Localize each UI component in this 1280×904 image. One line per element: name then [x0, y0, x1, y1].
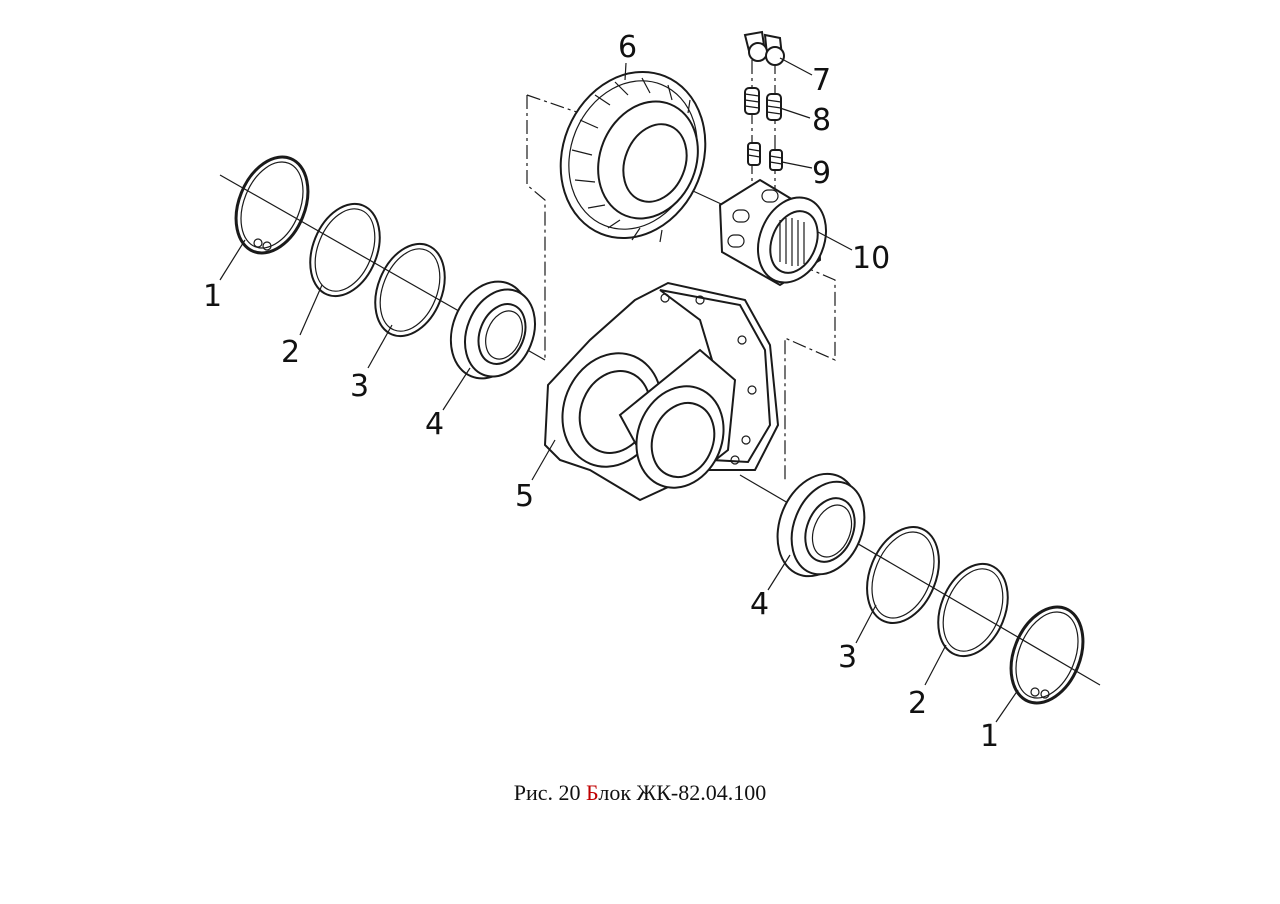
cap-pair: [743, 30, 785, 66]
callout-3-left: 3: [350, 369, 369, 404]
guide-sleeve-to-housing: [784, 264, 836, 480]
shim-right-outer: [937, 562, 1009, 658]
callout-4-left: 4: [425, 407, 444, 442]
guide-gear-top: [526, 94, 601, 121]
bearing-right: [776, 472, 866, 578]
callout-4-right: 4: [750, 587, 769, 622]
callout-3-right: 3: [838, 640, 857, 675]
clutch-sleeve: [718, 178, 827, 287]
guide-gear-to-housing: [526, 95, 546, 360]
figure-caption: Рис. 20 Блок ЖК-82.04.100: [0, 780, 1280, 806]
callout-9: 9: [812, 156, 831, 191]
caption-accent-letter: Б: [586, 780, 599, 805]
shim-right-inner: [866, 526, 940, 624]
caption-prefix: Рис. 20: [513, 780, 587, 805]
callout-6: 6: [618, 30, 637, 65]
caption-rest: лок ЖК-82.04.100: [598, 780, 767, 805]
callout-10: 10: [852, 241, 890, 276]
callout-2-right: 2: [908, 686, 927, 721]
retaining-ring-right: [1009, 605, 1085, 705]
callout-2-left: 2: [281, 335, 300, 370]
retaining-ring-left: [234, 155, 310, 255]
leader-lines: [219, 57, 1019, 723]
callout-5: 5: [515, 479, 534, 514]
bearing-left: [449, 280, 536, 380]
bevel-gear: [559, 70, 707, 243]
differential-housing: [543, 281, 780, 502]
spring-large-pair: [744, 87, 782, 121]
spring-small-pair: [747, 142, 783, 171]
shim-left-outer: [309, 202, 381, 298]
callout-8: 8: [812, 103, 831, 138]
callout-1-right: 1: [980, 719, 999, 754]
callout-1-left: 1: [203, 279, 222, 314]
shim-left-inner: [374, 242, 446, 338]
callout-7: 7: [812, 63, 831, 98]
